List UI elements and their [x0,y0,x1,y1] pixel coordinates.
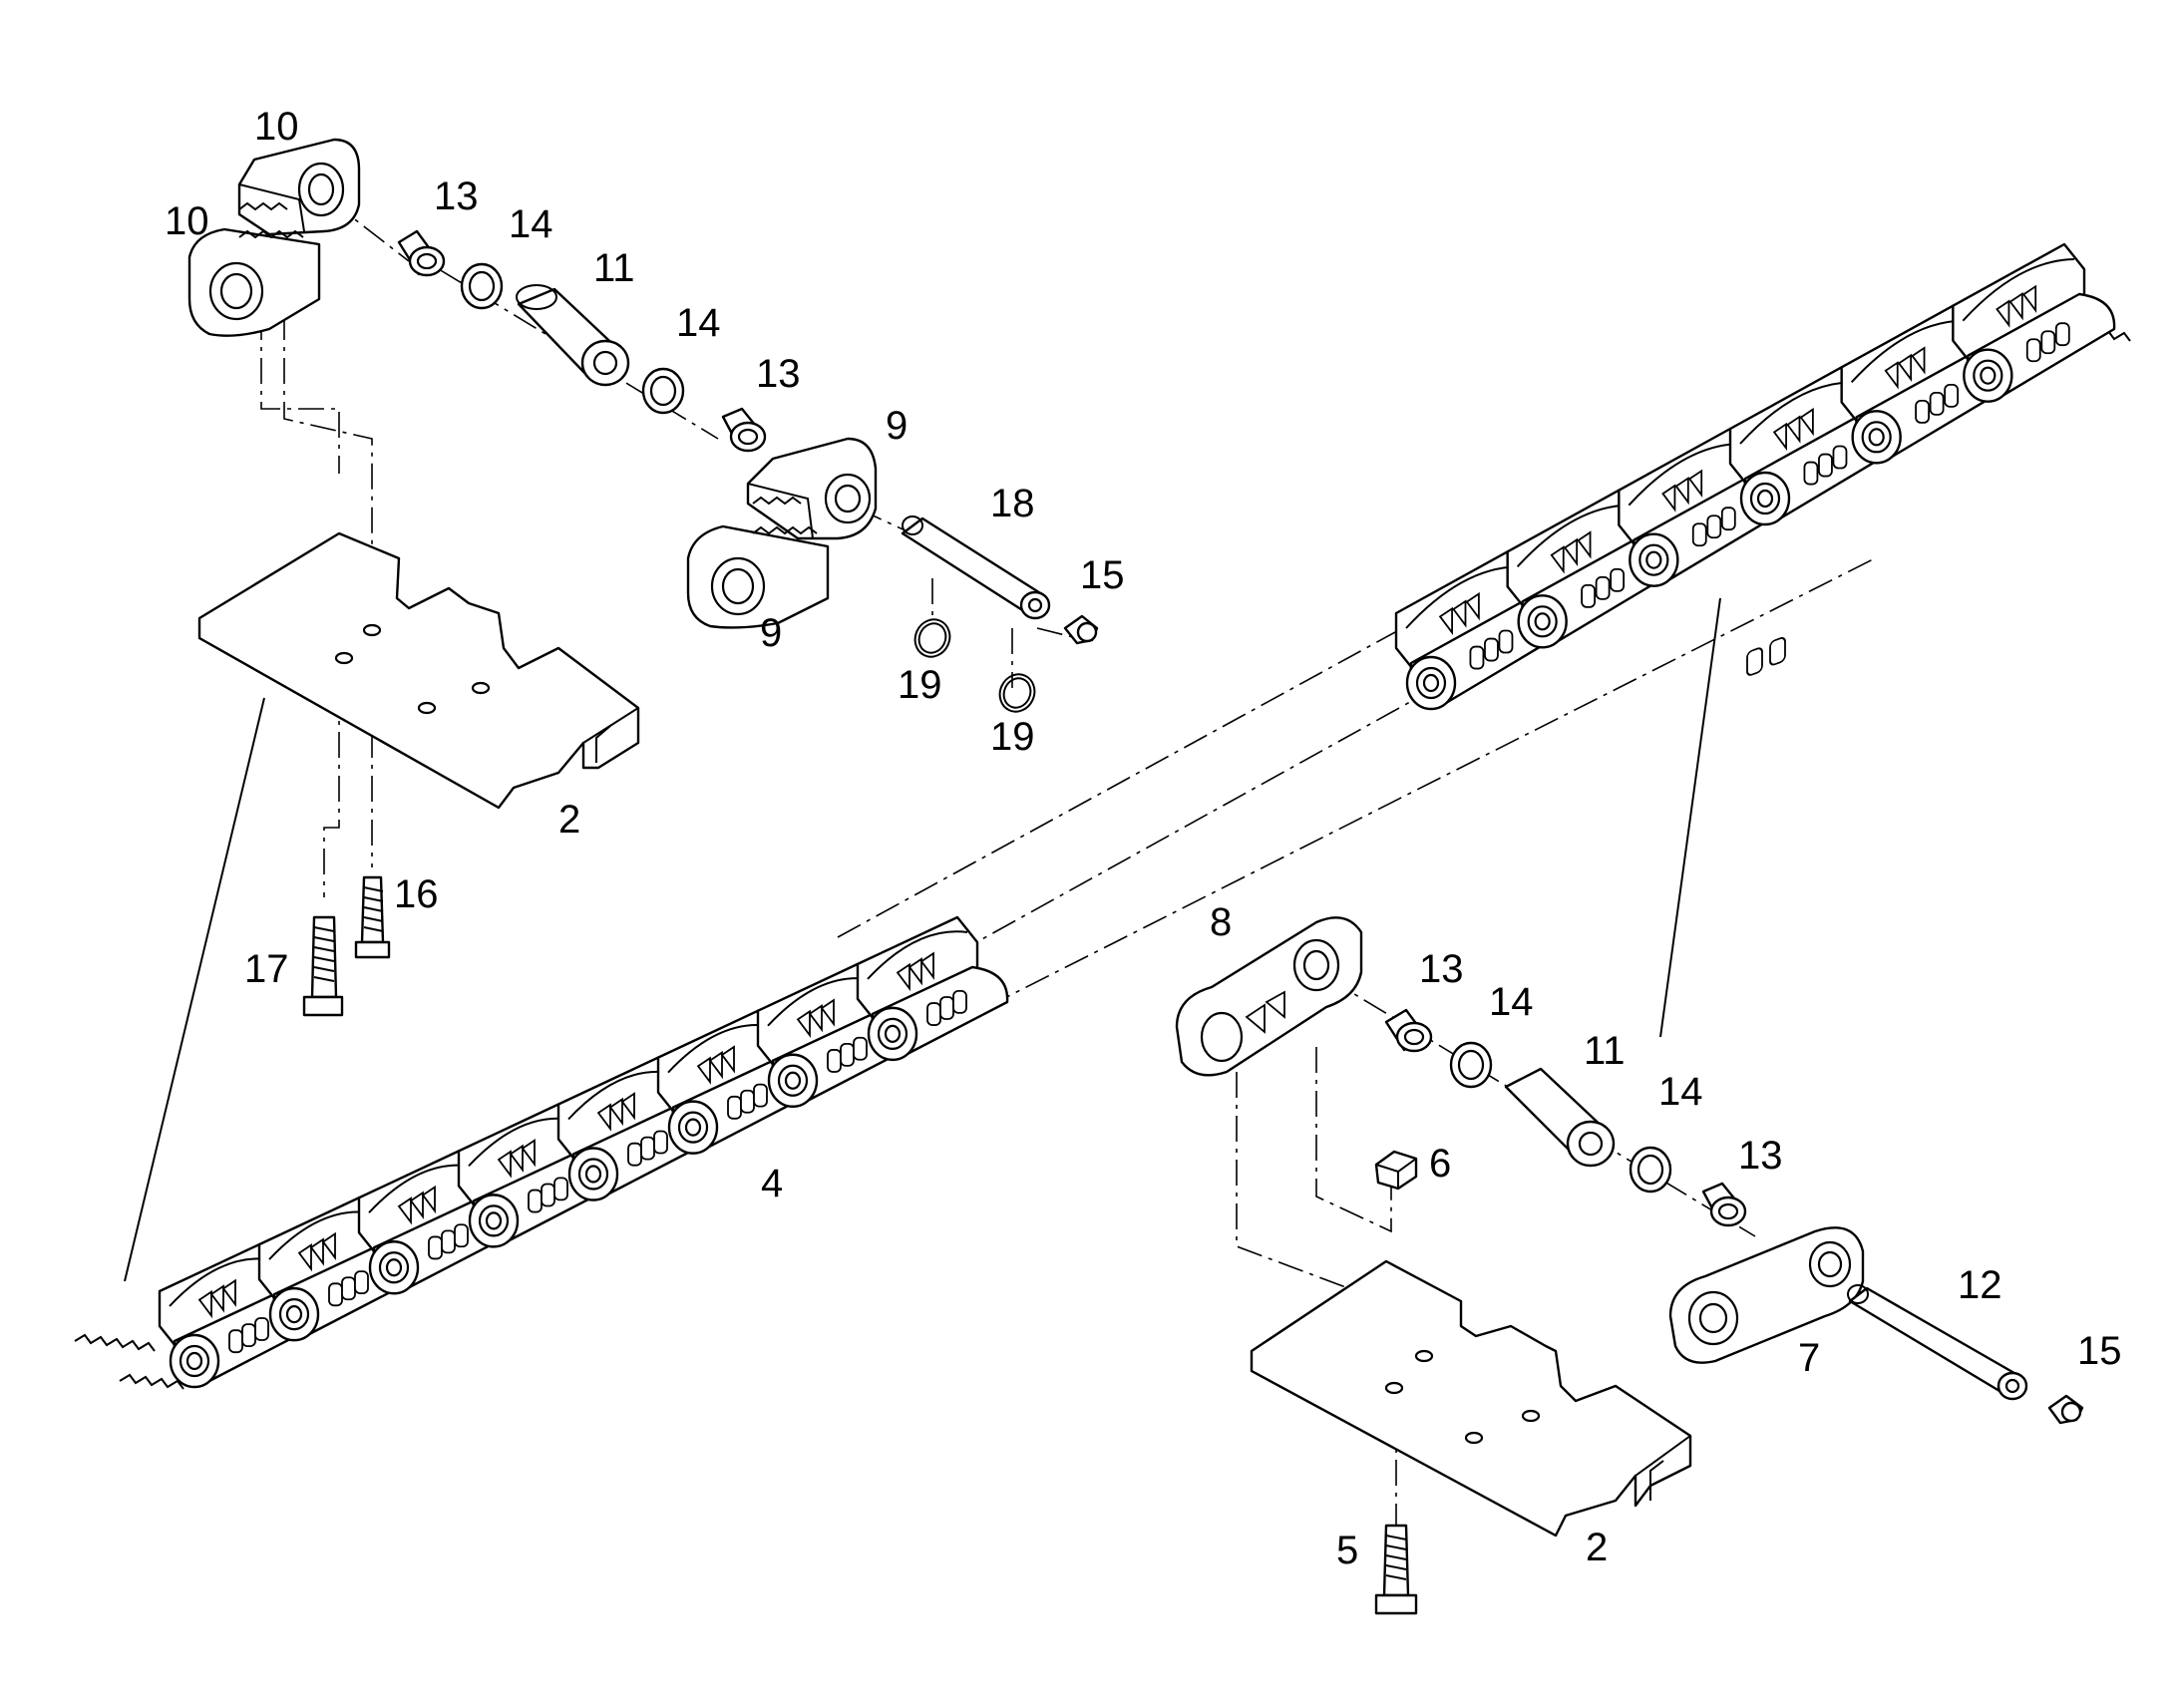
bushing-11-b [1504,1067,1616,1168]
bushing-13-c [1384,1008,1433,1053]
seal-14-b [641,367,685,415]
callout-7: 7 [1798,1336,1820,1380]
leader-lines [124,198,1916,1536]
callout-10-upper: 10 [254,105,299,149]
callout-14-d: 14 [1658,1070,1703,1114]
callout-19-a: 19 [898,663,942,707]
nut-6 [1374,1150,1418,1191]
bolt-17 [302,915,344,1017]
plug-15-a [1063,614,1099,645]
callout-2-left: 2 [558,798,580,842]
chain-link [856,915,1009,1062]
bolt-16 [354,875,391,959]
callout-12: 12 [1958,1263,2002,1307]
chain-link [1506,489,1670,649]
link-half-9-upper [746,437,878,540]
master-link-8 [1175,916,1363,1077]
callout-9-lower: 9 [760,611,782,655]
callout-2-right: 2 [1586,1526,1608,1569]
plug-15-b [2047,1394,2084,1425]
chain-link [457,1103,610,1248]
callout-16: 16 [394,872,439,916]
callout-18: 18 [990,482,1035,525]
callout-15-a: 15 [1080,553,1125,597]
callout-13-b: 13 [756,352,801,396]
bushing-13-a [397,229,446,277]
callout-19-b: 19 [990,715,1035,759]
callout-13-d: 13 [1738,1134,1783,1178]
track-shoe-2-right [1250,1259,1692,1537]
callout-11-b: 11 [1584,1029,1626,1073]
link-half-10-upper [237,138,361,236]
callout-17: 17 [244,947,289,991]
callout-9-upper: 9 [886,404,908,448]
callout-10-lower: 10 [165,199,209,243]
link-7 [1668,637,1865,1364]
callout-5: 5 [1336,1529,1358,1572]
seal-14-d [1629,1146,1672,1194]
link-half-9-lower [686,524,830,629]
pin-18 [901,515,1051,620]
seal-14-c [1449,1041,1493,1089]
callout-14-b: 14 [676,301,721,345]
bushing-11-a [516,284,630,387]
track-shoe-2-left [197,531,640,810]
callout-4: 4 [761,1162,783,1205]
pin-12 [1847,1284,2028,1401]
link-half-10-lower [187,227,321,337]
snap-ring-19-a [913,618,951,658]
bushing-13-b [721,407,767,453]
seal-14-a [460,262,504,310]
callout-13-c: 13 [1419,947,1464,991]
bushing-13-d [1701,1182,1747,1227]
callout-6: 6 [1429,1142,1451,1186]
chain-link [1952,242,2116,403]
callout-14-c: 14 [1489,980,1534,1024]
callout-11-a: 11 [593,246,635,290]
track-chain-assembly [74,242,2131,1390]
part-callouts: 10 10 13 14 11 14 13 9 9 18 15 19 19 2 1… [165,105,2122,1572]
callout-13-a: 13 [434,174,479,218]
bolt-5 [1374,1524,1418,1615]
callout-15-b: 15 [2077,1329,2122,1373]
snap-ring-19-b [998,673,1036,713]
callout-8: 8 [1210,900,1232,944]
callout-14-a: 14 [509,202,553,246]
